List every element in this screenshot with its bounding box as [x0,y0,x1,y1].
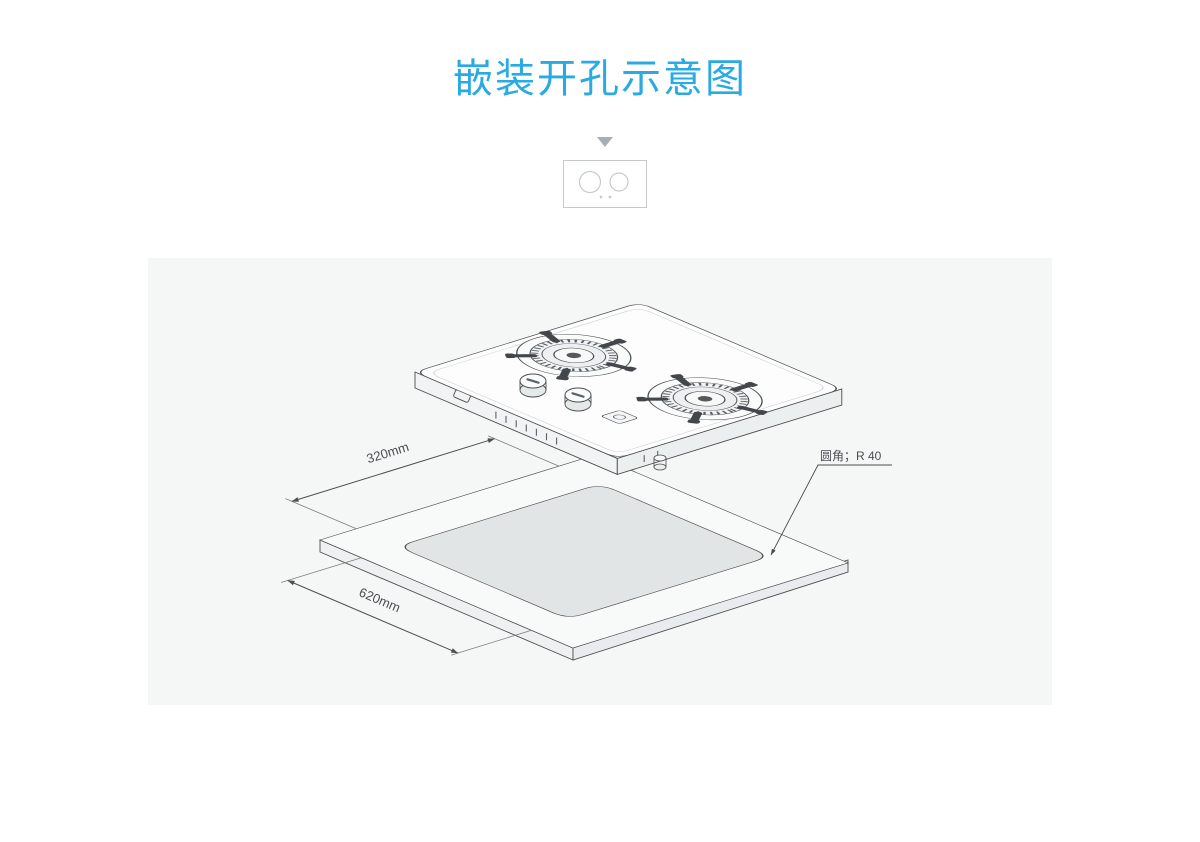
igniter-pad [601,410,638,424]
gas-fitting [653,454,667,471]
diagram-panel: 320mm 620mm 圆角；R 40 [148,258,1052,705]
stove [414,304,843,476]
burner-right [636,374,768,424]
corner-radius-callout: 圆角；R 40 [770,449,892,556]
knob-left [519,373,547,398]
dim-line-620 [287,580,459,654]
countertop [319,454,850,661]
cutout-hole [404,486,764,617]
installation-diagram: 320mm 620mm 圆角；R 40 [280,304,892,661]
knob-right [564,387,592,412]
leader-line [770,464,892,556]
burner-left [504,330,637,381]
down-triangle-icon [597,137,613,147]
cooktop-top-view-icon [563,160,647,213]
corner-radius-label: 圆角；R 40 [820,449,882,463]
dimension-label-320: 320mm [365,439,411,466]
dim-line-320 [291,438,495,502]
vent-slots [495,411,659,463]
glass-panel [419,304,837,457]
dimension-label-620: 620mm [357,584,403,615]
page-title: 嵌装开孔示意图 [453,57,747,101]
